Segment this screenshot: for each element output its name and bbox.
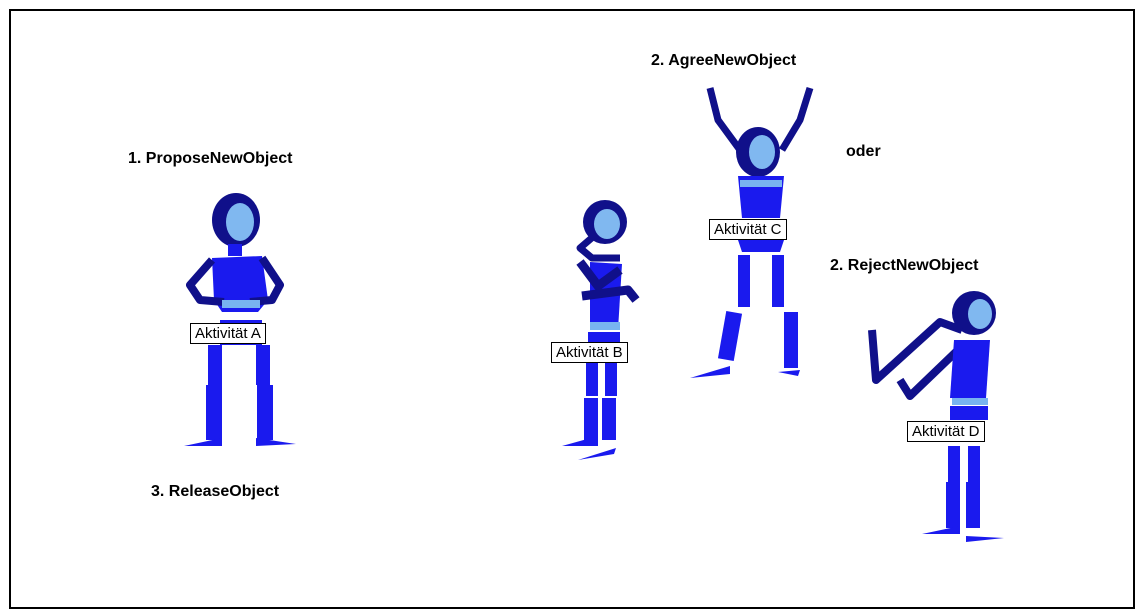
figure-a-face [226, 203, 254, 241]
figure-c [690, 86, 814, 378]
activity-d-box: Aktivität D [907, 421, 985, 442]
activity-a-box: Aktivität A [190, 323, 266, 344]
label-reject: 2. RejectNewObject [830, 257, 979, 274]
figure-b-face [594, 209, 620, 239]
label-oder: oder [846, 143, 881, 160]
figure-d [868, 291, 1004, 542]
activity-b-box: Aktivität B [551, 342, 628, 363]
figure-c-face [749, 135, 775, 169]
label-propose: 1. ProposeNewObject [128, 150, 293, 167]
activity-c-box: Aktivität C [709, 219, 787, 240]
figure-a [184, 193, 296, 446]
label-agree: 2. AgreeNewObject [651, 52, 797, 69]
label-release: 3. ReleaseObject [151, 483, 280, 500]
figure-b [562, 200, 640, 460]
figure-d-face [968, 299, 992, 329]
